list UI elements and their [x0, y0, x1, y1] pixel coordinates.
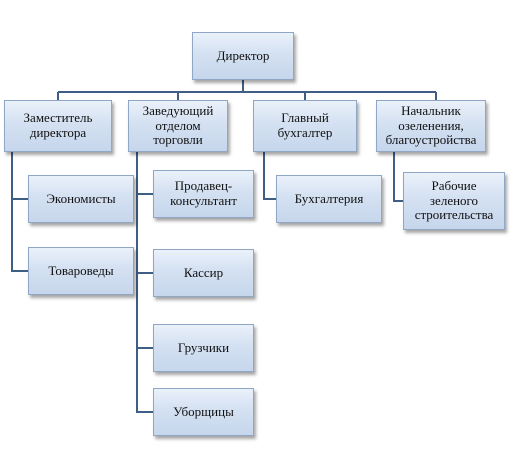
landscaping-head-box: Начальник озеленения, благоустройства — [376, 100, 486, 152]
cashier-box: Кассир — [153, 249, 254, 297]
economists-box: Экономисты — [28, 175, 134, 223]
landscaping-workers-box: Рабочие зеленого строительства — [403, 172, 505, 230]
chief-accountant-box: Главный бухгалтер — [253, 100, 357, 152]
accounting-box: Бухгалтерия — [276, 175, 382, 223]
trade-head-box: Заведующий отделом торговли — [128, 100, 228, 152]
connector-landscaping-children — [393, 152, 403, 202]
connector-deputy-children — [11, 152, 28, 272]
connector-accountant-children — [263, 152, 276, 200]
connector-trade-children — [136, 152, 153, 413]
sales-consultant-box: Продавец-консультант — [153, 170, 254, 218]
deputy-director-box: Заместитель директора — [4, 100, 112, 152]
merchandisers-box: Товароведы — [28, 247, 134, 295]
cleaners-box: Уборщицы — [153, 388, 254, 436]
director-box: Директор — [192, 32, 294, 80]
loaders-box: Грузчики — [153, 324, 254, 372]
